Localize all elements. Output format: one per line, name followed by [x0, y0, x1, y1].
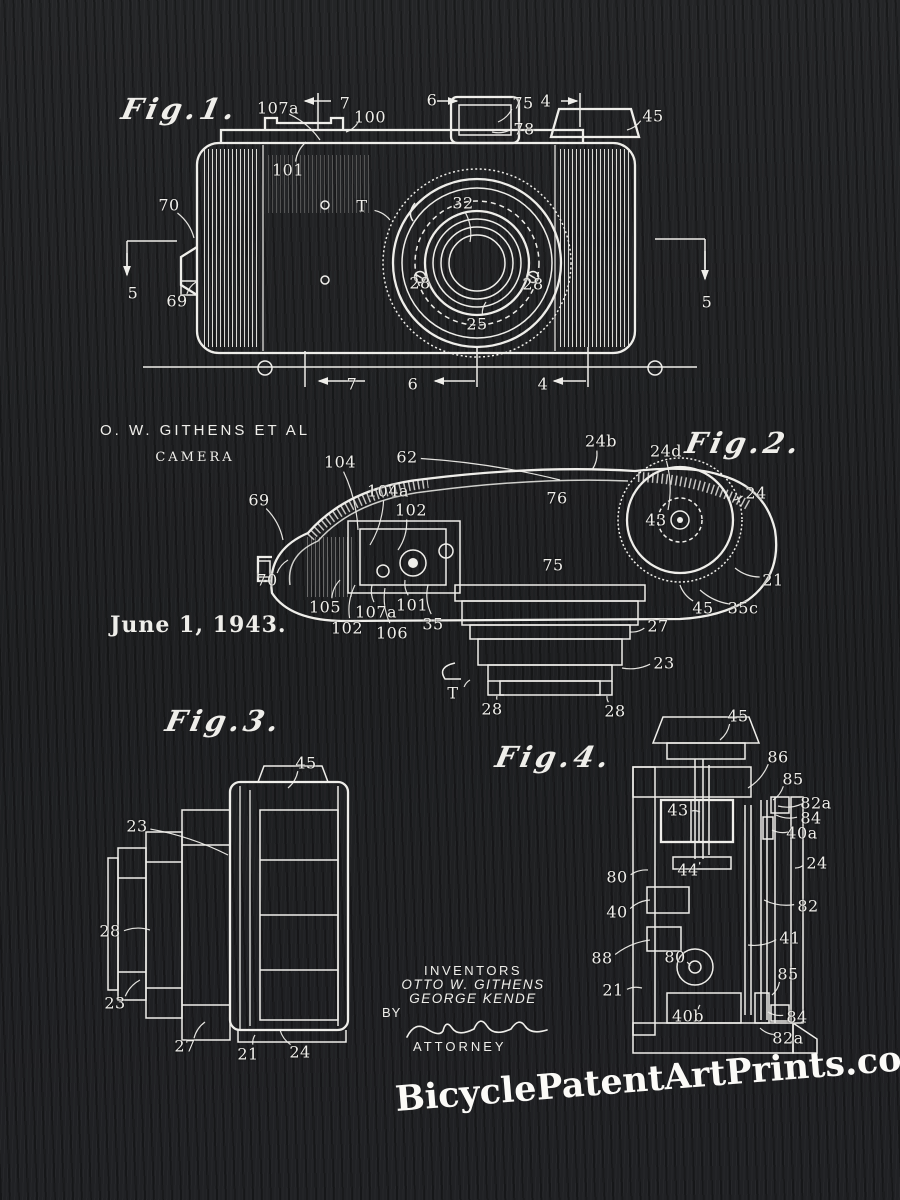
ref-numeral-107a: 107a	[354, 602, 398, 622]
ref-numeral-27: 27	[647, 616, 669, 636]
ref-numeral-24: 24	[806, 853, 828, 873]
ref-numeral-23: 23	[104, 993, 126, 1013]
fig2-label: Fig.2.	[682, 426, 806, 460]
ref-numeral-80: 80	[664, 947, 686, 967]
ref-numeral-32: 32	[452, 193, 474, 213]
ref-numeral-88: 88	[591, 948, 613, 968]
ref-numeral-28: 28	[409, 273, 431, 293]
ref-numeral-41: 41	[779, 928, 801, 948]
ref-numeral-105: 105	[308, 597, 342, 617]
ref-numeral-84: 84	[786, 1007, 808, 1027]
ref-numeral-80: 80	[606, 867, 628, 887]
ref-numeral-21: 21	[237, 1044, 259, 1064]
ref-numeral-62: 62	[396, 447, 418, 467]
patent-title: CAMERA	[155, 450, 235, 465]
ref-numeral-102: 102	[394, 500, 428, 520]
ref-numeral-23: 23	[126, 816, 148, 836]
ref-numeral-4: 4	[537, 374, 549, 394]
ref-numeral-45: 45	[727, 706, 749, 726]
ref-numeral-40a: 40a	[786, 823, 818, 843]
ref-numeral-43: 43	[645, 510, 667, 530]
ref-numeral-44: 44	[677, 860, 699, 880]
ref-numeral-102: 102	[330, 618, 364, 638]
attorney-label: ATTORNEY	[413, 1039, 507, 1054]
inventors-block: INVENTORS OTTO W. GITHENS GEORGE KENDE B…	[382, 963, 563, 1054]
ref-numeral-21: 21	[602, 980, 624, 1000]
ref-numeral-70: 70	[256, 570, 278, 590]
ref-numeral-28: 28	[99, 921, 121, 941]
ref-numeral-78: 78	[513, 119, 535, 139]
ref-numeral-35c: 35c	[727, 598, 759, 618]
ref-numeral-75: 75	[542, 555, 564, 575]
ref-numeral-24d: 24d	[649, 441, 683, 461]
fig4-label: Fig.4.	[492, 740, 616, 774]
ref-numeral-7: 7	[346, 374, 358, 394]
ref-numeral-6: 6	[426, 90, 438, 110]
ref-numeral-28: 28	[522, 274, 544, 294]
ref-numeral-6: 6	[407, 374, 419, 394]
by-label: BY	[382, 1005, 402, 1020]
ref-numeral-69: 69	[248, 490, 270, 510]
ref-numeral-85: 85	[777, 964, 799, 984]
ref-numeral-24: 24	[745, 483, 767, 503]
ref-numeral-4: 4	[540, 91, 552, 111]
inventors-heading: INVENTORS	[423, 963, 523, 978]
ref-numeral-43: 43	[667, 800, 689, 820]
ref-numeral-104: 104	[323, 452, 357, 472]
ref-numeral-25: 25	[466, 314, 488, 334]
fig1-camera-front-view-drawing	[123, 93, 709, 387]
ref-numeral-27: 27	[174, 1036, 196, 1056]
ref-numeral-85: 85	[782, 769, 804, 789]
ref-numeral-106: 106	[375, 623, 409, 643]
ref-numeral-5: 5	[701, 292, 713, 312]
inventor-name-1: OTTO W. GITHENS	[401, 977, 545, 992]
inventor-name-2: GEORGE KENDE	[409, 990, 537, 1006]
ref-numeral-104a: 104a	[366, 481, 410, 501]
ref-numeral-45: 45	[692, 598, 714, 618]
ref-numeral-100: 100	[353, 107, 387, 127]
ref-numeral-40: 40	[606, 902, 628, 922]
patent-inventor-line: O. W. GITHENS ET AL	[100, 422, 311, 439]
ref-numeral-69: 69	[166, 291, 188, 311]
fig3-label: Fig.3.	[162, 704, 286, 738]
ref-numeral-75: 75	[512, 93, 534, 113]
ref-numeral-28: 28	[604, 701, 626, 721]
ref-numeral-82: 82	[797, 896, 819, 916]
ref-numeral-7: 7	[339, 93, 351, 113]
fig3-lens-side-view-drawing	[107, 765, 350, 1043]
ref-numeral-101: 101	[271, 160, 305, 180]
ref-numeral-T: T	[356, 196, 368, 216]
ref-numeral-70: 70	[158, 195, 180, 215]
ref-numeral-21: 21	[762, 570, 784, 590]
ref-numeral-45: 45	[295, 753, 317, 773]
fig4-camera-cross-section-drawing	[632, 716, 818, 1054]
ref-numeral-45: 45	[642, 106, 664, 126]
ref-numeral-35: 35	[422, 614, 444, 634]
ref-numeral-107a: 107a	[256, 98, 300, 118]
ref-numeral-84: 84	[800, 808, 822, 828]
ref-numeral-40b: 40b	[671, 1006, 705, 1026]
ref-numeral-24b: 24b	[584, 431, 618, 451]
ref-numeral-28: 28	[481, 699, 503, 719]
ref-numeral-T: T	[447, 683, 459, 703]
ref-numeral-76: 76	[546, 488, 568, 508]
attorney-signature	[406, 1020, 548, 1038]
fig1-label: Fig.1.	[118, 92, 242, 126]
patent-date: June 1, 1943.	[110, 612, 287, 638]
fig2-camera-top-view-drawing	[256, 457, 778, 696]
ref-numeral-86: 86	[767, 747, 789, 767]
ref-numeral-23: 23	[653, 653, 675, 673]
ref-numeral-82a: 82a	[772, 1028, 804, 1048]
ref-numeral-101: 101	[395, 595, 429, 615]
ref-numeral-82a: 82a	[800, 793, 832, 813]
ref-numeral-5: 5	[127, 283, 139, 303]
ref-numeral-24: 24	[289, 1042, 311, 1062]
